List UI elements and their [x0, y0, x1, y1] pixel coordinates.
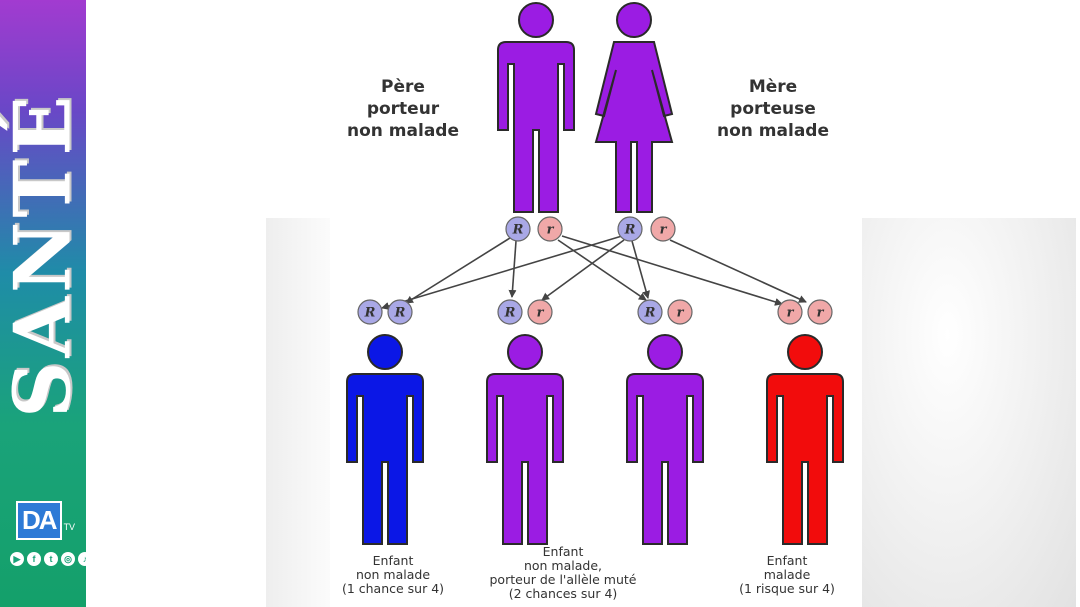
child-2-figure-body — [486, 373, 564, 545]
parent-allele-4-circle — [650, 216, 676, 242]
child-4-figure-body — [766, 373, 844, 545]
child-4-figure — [766, 334, 844, 545]
child-1-figure-body — [346, 373, 424, 545]
child-1-allele-1-circle — [357, 299, 383, 325]
child-4-figure-head — [787, 334, 823, 370]
child-4-label: Enfant malade (1 risque sur 4) — [739, 553, 835, 596]
child-1-allele-1-letter: R — [364, 306, 376, 321]
child-3-allele-2-letter: r — [677, 306, 685, 321]
mother-figure-head — [616, 2, 652, 38]
parent-allele-1-circle — [505, 216, 531, 242]
parent-allele-3-letter: R — [624, 223, 636, 238]
child-4-allele-1: r — [777, 299, 803, 325]
child-3-allele-2-circle — [667, 299, 693, 325]
parent-allele-2-circle — [537, 216, 563, 242]
logo-suffix: TV — [63, 522, 76, 532]
child-2-figure-head — [507, 334, 543, 370]
parent-allele-3-circle — [617, 216, 643, 242]
father-figure-body — [497, 41, 575, 213]
child-2-allele-1: R — [497, 299, 523, 325]
tiktok-icon[interactable]: ♪ — [78, 552, 86, 566]
child-1-label: Enfant non malade (1 chance sur 4) — [341, 553, 445, 596]
child-3-allele-1-circle — [637, 299, 663, 325]
child-1-allele-1: R — [357, 299, 383, 325]
parent-allele-2: r — [537, 216, 563, 242]
parent-allele-3: R — [617, 216, 643, 242]
child-3-allele-1-letter: R — [644, 306, 656, 321]
social-links: ▶ f t ◎ ♪ — [10, 552, 86, 566]
child-3-figure-head — [647, 334, 683, 370]
channel-logo[interactable]: DA TV — [16, 500, 84, 540]
child-2-3-label: Enfant non malade, porteur de l'allèle m… — [489, 544, 637, 601]
figures-layer — [346, 2, 844, 545]
child-4-allele-2-letter: r — [817, 306, 825, 321]
child-3-allele-2: r — [667, 299, 693, 325]
child-4-allele-1-circle — [777, 299, 803, 325]
arrow-6 — [541, 239, 625, 301]
child-1-allele-2-circle — [387, 299, 413, 325]
child-2-allele-2: r — [527, 299, 553, 325]
child-3-figure — [626, 334, 704, 545]
father-label: Père porteur non malade — [347, 77, 459, 141]
mother-figure — [594, 2, 674, 213]
child-4-allele-2-circle — [807, 299, 833, 325]
child-4-allele-2: r — [807, 299, 833, 325]
mother-label: Mère porteuse non malade — [717, 77, 829, 141]
child-4-allele-1-letter: r — [787, 306, 795, 321]
father-figure — [497, 2, 575, 213]
arrow-7 — [631, 240, 650, 299]
category-title: SANTÉ — [0, 92, 86, 418]
arrows-layer — [381, 235, 807, 310]
logo-mark: DA — [16, 500, 62, 540]
arrow-8 — [669, 239, 807, 303]
facebook-icon[interactable]: f — [27, 552, 41, 566]
father-figure-head — [518, 2, 554, 38]
category-sidebar: SANTÉ DA TV ▶ f t ◎ ♪ — [0, 0, 86, 607]
child-1-allele-2-letter: R — [394, 306, 406, 321]
twitter-icon[interactable]: t — [44, 552, 58, 566]
child-3-allele-1: R — [637, 299, 663, 325]
instagram-icon[interactable]: ◎ — [61, 552, 75, 566]
child-2-allele-1-circle — [497, 299, 523, 325]
mother-figure-body — [594, 41, 674, 213]
parent-allele-2-letter: r — [547, 223, 555, 238]
parent-allele-4-letter: r — [660, 223, 668, 238]
child-2-allele-2-circle — [527, 299, 553, 325]
parent-allele-4: r — [650, 216, 676, 242]
youtube-icon[interactable]: ▶ — [10, 552, 24, 566]
parent-allele-1-letter: R — [512, 223, 524, 238]
child-2-figure — [486, 334, 564, 545]
child-1-figure-head — [367, 334, 403, 370]
child-3-figure-body — [626, 373, 704, 545]
child-2-allele-1-letter: R — [504, 306, 516, 321]
background-photo-right — [862, 218, 1076, 607]
arrow-4 — [561, 235, 783, 306]
arrow-5 — [381, 235, 623, 310]
parent-allele-1: R — [505, 216, 531, 242]
arrow-1 — [405, 237, 511, 304]
child-1-figure — [346, 334, 424, 545]
child-2-allele-2-letter: r — [537, 306, 545, 321]
child-1-allele-2: R — [387, 299, 413, 325]
